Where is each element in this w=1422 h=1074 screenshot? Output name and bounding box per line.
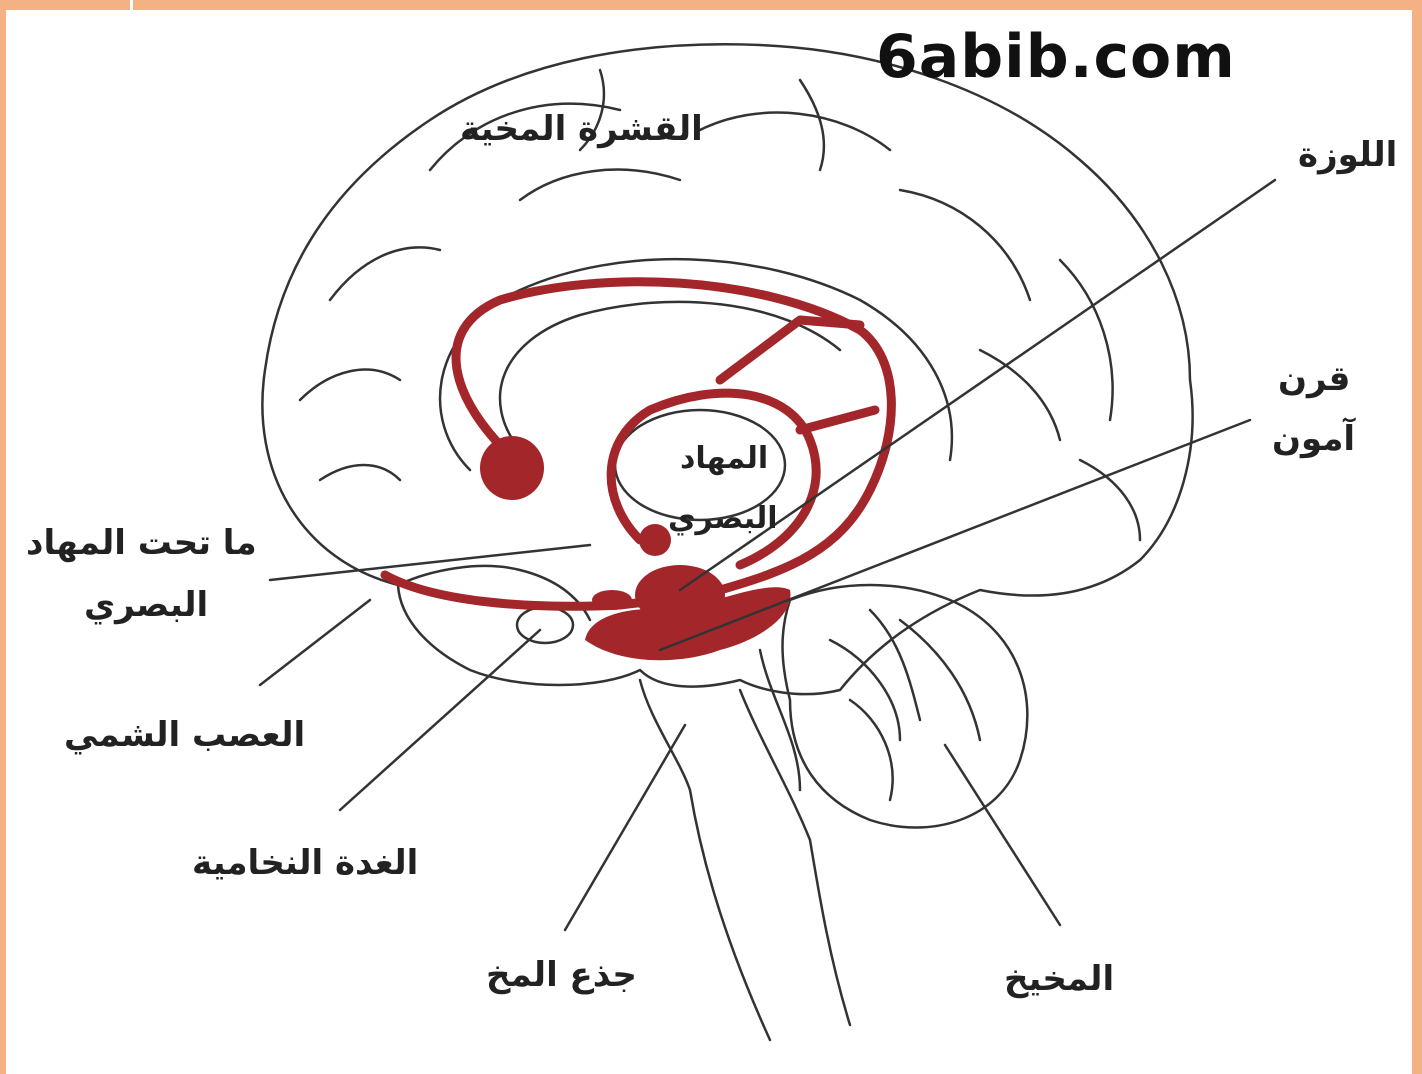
- label-thalamus-line1: المهاد: [680, 444, 768, 474]
- label-cortex: القشرة المخية: [460, 112, 703, 146]
- pointer-olfactory: [260, 600, 370, 685]
- label-hippocampus-line1: قرن: [1278, 362, 1350, 396]
- amygdala-bulb: [639, 524, 671, 556]
- fornix-outer: [456, 282, 891, 590]
- label-hypothalamus-line1: ما تحت المهاد: [26, 526, 257, 560]
- cerebellum-outline: [783, 585, 1028, 828]
- label-brainstem: جذع المخ: [486, 958, 637, 992]
- brainstem-outline: [640, 680, 770, 1040]
- pointer-pituitary: [340, 630, 540, 810]
- label-olfactory-nerve: العصب الشمي: [64, 718, 305, 752]
- site-watermark: 6abib.com: [876, 22, 1236, 92]
- label-hypothalamus-line2: البصري: [84, 588, 208, 622]
- label-pituitary: الغدة النخامية: [192, 846, 418, 880]
- pointer-cerebellum: [945, 745, 1060, 925]
- pointer-hypothalamus: [270, 545, 590, 580]
- pointer-brainstem: [565, 725, 685, 930]
- label-hippocampus-line2: آمون: [1272, 422, 1355, 456]
- label-amygdala: اللوزة: [1298, 138, 1397, 172]
- label-thalamus-line2: البصري: [668, 504, 778, 534]
- pituitary-outline: [517, 607, 573, 643]
- mammillary-body: [480, 436, 544, 500]
- label-cerebellum: المخيخ: [1004, 962, 1114, 996]
